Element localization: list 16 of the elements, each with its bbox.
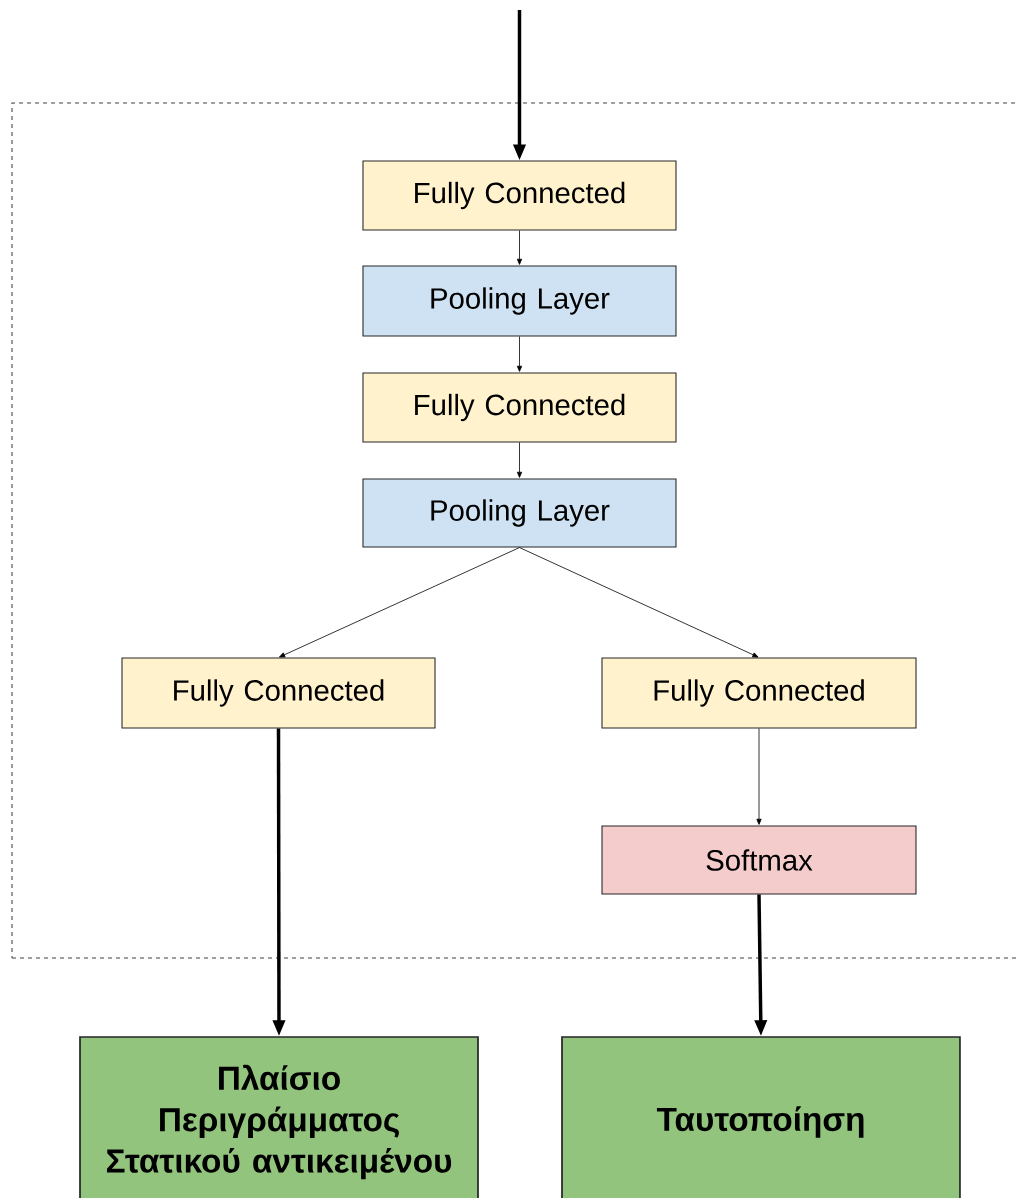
layer-box: Pooling Layer — [362, 265, 677, 337]
layer-box: Fully Connected — [121, 657, 436, 729]
layer-box: Fully Connected — [601, 657, 917, 729]
arrow — [519, 547, 759, 658]
layer-box: Fully Connected — [362, 372, 677, 443]
softmax-box: Softmax — [601, 825, 917, 895]
arrow — [516, 336, 523, 372]
layer-box: Fully Connected — [362, 160, 677, 231]
dashed-frame — [11, 102, 1019, 959]
output-box: Ταυτοποίηση — [561, 1036, 961, 1198]
arrow — [516, 230, 523, 265]
layer-box: Pooling Layer — [362, 478, 677, 548]
arrow — [516, 442, 523, 478]
output-box: Πλαίσιο Περιγράμματος Στατικού αντικειμένου — [79, 1036, 479, 1198]
arrow — [756, 728, 762, 825]
arrow — [279, 547, 520, 658]
